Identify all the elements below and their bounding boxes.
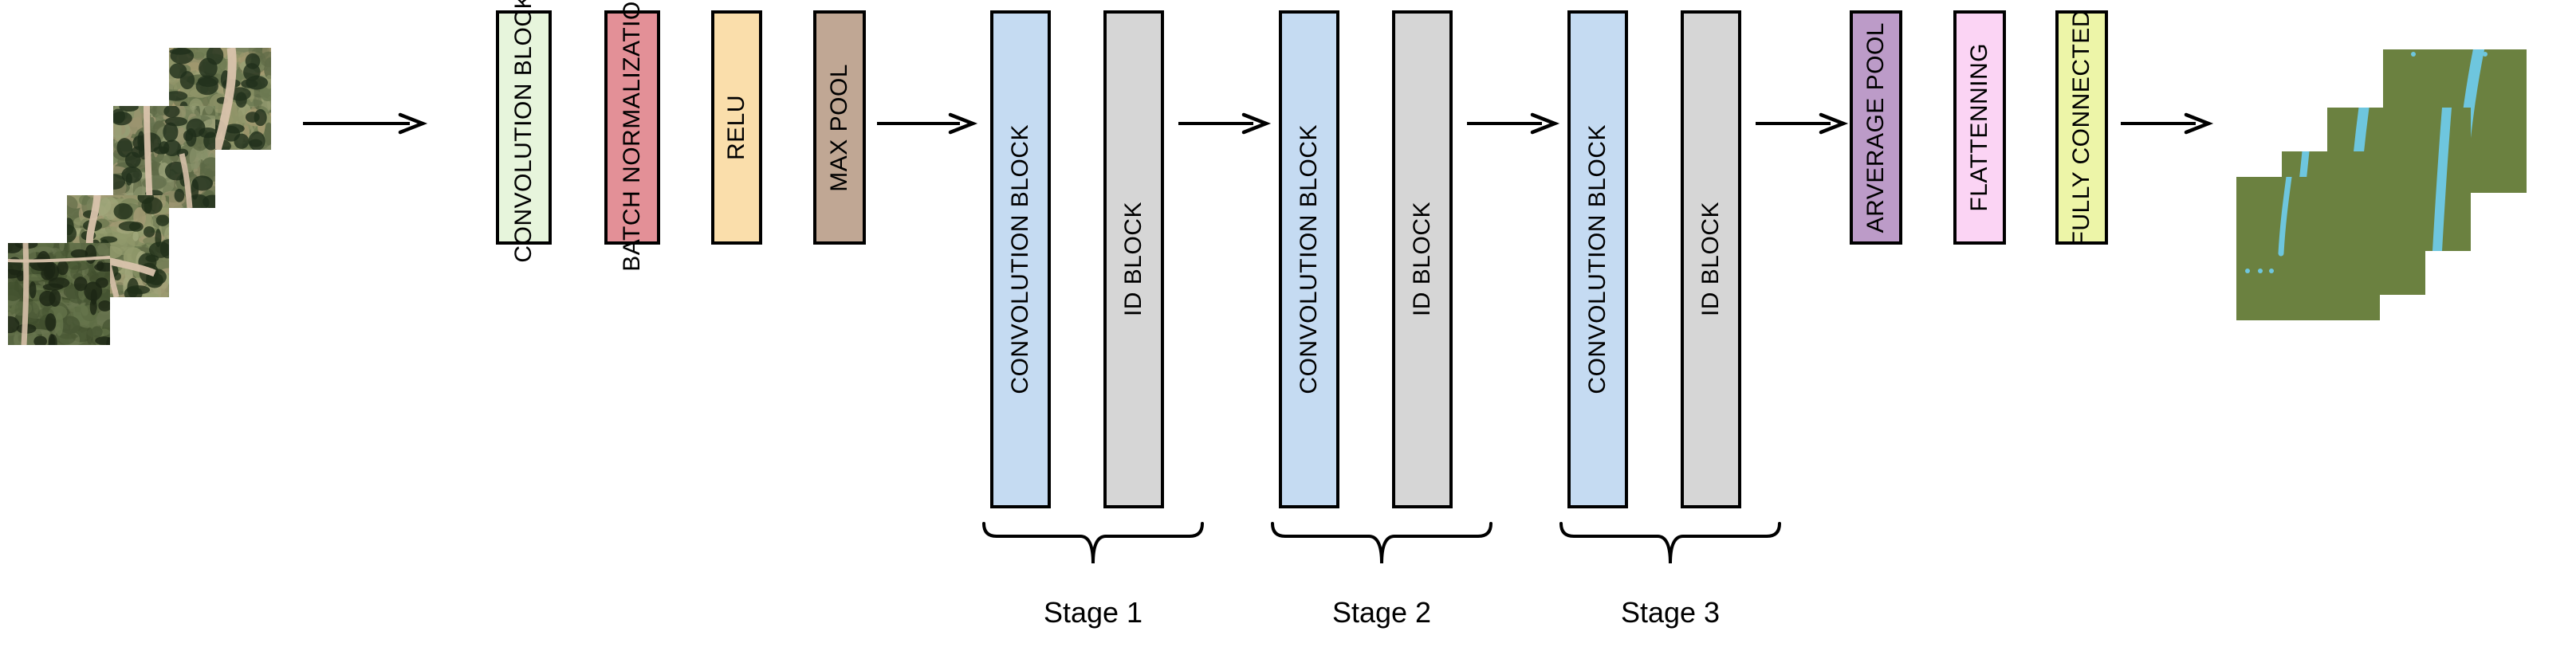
stage-1-id-block-label: ID BLOCK [1120, 202, 1146, 317]
stage-1-id-block[interactable]: ID BLOCK [1103, 10, 1164, 508]
stage-3-id-block[interactable]: ID BLOCK [1681, 10, 1741, 508]
stage-3-conv-block-label: CONVOLUTION BLOCK [1584, 124, 1610, 394]
stage-3-brace [1559, 522, 1781, 568]
conv-block-1[interactable]: CONVOLUTION BLOCK [496, 0, 552, 262]
stage-1-label: Stage 1 [1043, 596, 1143, 629]
fully-connected[interactable]: FULLY CONNECTED [2055, 10, 2108, 245]
stage-2-id-block[interactable]: ID BLOCK [1392, 10, 1453, 508]
arrow-stage2-to-stage3 [1467, 112, 1560, 135]
max-pool[interactable]: MAX POOL [813, 10, 866, 245]
arrow-stage3-to-head [1756, 112, 1849, 135]
conv-block-1-label: CONVOLUTION BLOCK [510, 0, 537, 263]
relu-label: RELU [723, 94, 749, 161]
average-pool[interactable]: ARVERAGE POOL [1850, 10, 1902, 245]
stage-3-label: Stage 3 [1620, 596, 1721, 629]
arrow-input-to-conv [303, 112, 428, 135]
average-pool-label: ARVERAGE POOL [1862, 22, 1889, 233]
input-tile-1 [157, 37, 280, 159]
batch-norm[interactable]: BATCH NORMALIZATION [604, 0, 660, 272]
stage-2-conv-block[interactable]: CONVOLUTION BLOCK [1279, 10, 1339, 508]
stage-1-conv-block[interactable]: CONVOLUTION BLOCK [990, 10, 1051, 508]
flattening-label: FLATTENNING [1966, 43, 1992, 212]
stage-2-brace [1271, 522, 1493, 568]
stage-2-label: Stage 2 [1331, 596, 1432, 629]
input-tile-4 [0, 233, 123, 353]
arrow-head-to-output [2121, 112, 2214, 135]
stage-1-brace [982, 522, 1204, 568]
input-tile-2 [101, 97, 229, 219]
stage-2-id-block-label: ID BLOCK [1409, 202, 1435, 317]
batch-norm-label: BATCH NORMALIZATION [619, 0, 645, 272]
max-pool-label: MAX POOL [826, 63, 852, 192]
stage-3-conv-block[interactable]: CONVOLUTION BLOCK [1567, 10, 1628, 508]
arrow-stage1-to-stage2 [1178, 112, 1272, 135]
stage-2-conv-block-label: CONVOLUTION BLOCK [1296, 124, 1322, 394]
flattening[interactable]: FLATTENNING [1953, 10, 2006, 245]
output-mask-tile-4 [2236, 177, 2380, 320]
relu[interactable]: RELU [711, 10, 762, 245]
stage-3-id-block-label: ID BLOCK [1697, 202, 1724, 317]
stage-1-conv-block-label: CONVOLUTION BLOCK [1007, 124, 1033, 394]
arrow-conv-to-stage1 [877, 112, 978, 135]
fully-connected-label: FULLY CONNECTED [2068, 9, 2094, 246]
